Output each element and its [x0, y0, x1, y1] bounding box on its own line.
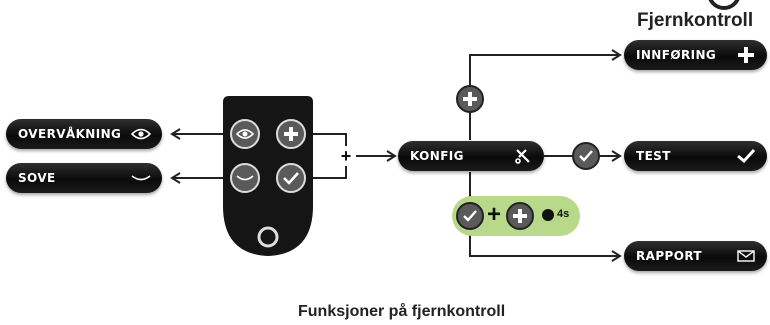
- envelope-icon: [735, 245, 757, 267]
- menu-sove-label: SOVE: [18, 171, 56, 185]
- clock-icon: [542, 209, 554, 221]
- plus-icon: [735, 44, 757, 66]
- innforing-plus-button: [456, 85, 484, 113]
- menu-rapport[interactable]: RAPPORT: [624, 241, 767, 271]
- remote-check-button[interactable]: [276, 163, 306, 193]
- combo-hold-time: 4s: [557, 208, 570, 220]
- check-icon: [579, 150, 593, 162]
- menu-konfig[interactable]: KONFIG: [398, 141, 544, 171]
- eye-closed-icon: [236, 175, 254, 181]
- plus-icon: [513, 209, 527, 223]
- menu-innforing[interactable]: INNFØRING: [624, 40, 767, 70]
- remote-eye-button[interactable]: [230, 119, 260, 149]
- combo-plus-sign: +: [487, 201, 502, 228]
- combo-check-button: [456, 202, 484, 230]
- menu-overvakning-label: OVERVÅKNING: [18, 127, 122, 141]
- remote-sleep-button[interactable]: [230, 163, 260, 193]
- menu-innforing-label: INNFØRING: [636, 48, 717, 62]
- remote-plus-button[interactable]: [276, 119, 306, 149]
- eye-closed-icon: [130, 167, 152, 189]
- check-icon: [463, 210, 477, 222]
- tools-icon: [512, 145, 534, 167]
- remote-control: [215, 94, 321, 264]
- menu-overvakning[interactable]: OVERVÅKNING: [6, 119, 162, 149]
- menu-test[interactable]: TEST: [624, 141, 767, 171]
- junction-plus-icon: +: [336, 146, 356, 166]
- combo-plus-button: [506, 202, 534, 230]
- check-icon: [735, 145, 757, 167]
- eye-open-icon: [130, 123, 152, 145]
- menu-rapport-label: RAPPORT: [636, 249, 703, 263]
- menu-konfig-label: KONFIG: [410, 149, 464, 163]
- plus-icon: [463, 92, 477, 106]
- test-check-button: [572, 142, 600, 170]
- check-icon: [283, 172, 299, 185]
- menu-test-label: TEST: [636, 149, 671, 163]
- diagram-caption: Funksjoner på fjernkontroll: [298, 303, 506, 320]
- page-title: Fjernkontroll: [637, 10, 754, 31]
- plus-icon: [284, 127, 298, 141]
- eye-open-icon: [236, 129, 254, 139]
- menu-sove[interactable]: SOVE: [6, 163, 162, 193]
